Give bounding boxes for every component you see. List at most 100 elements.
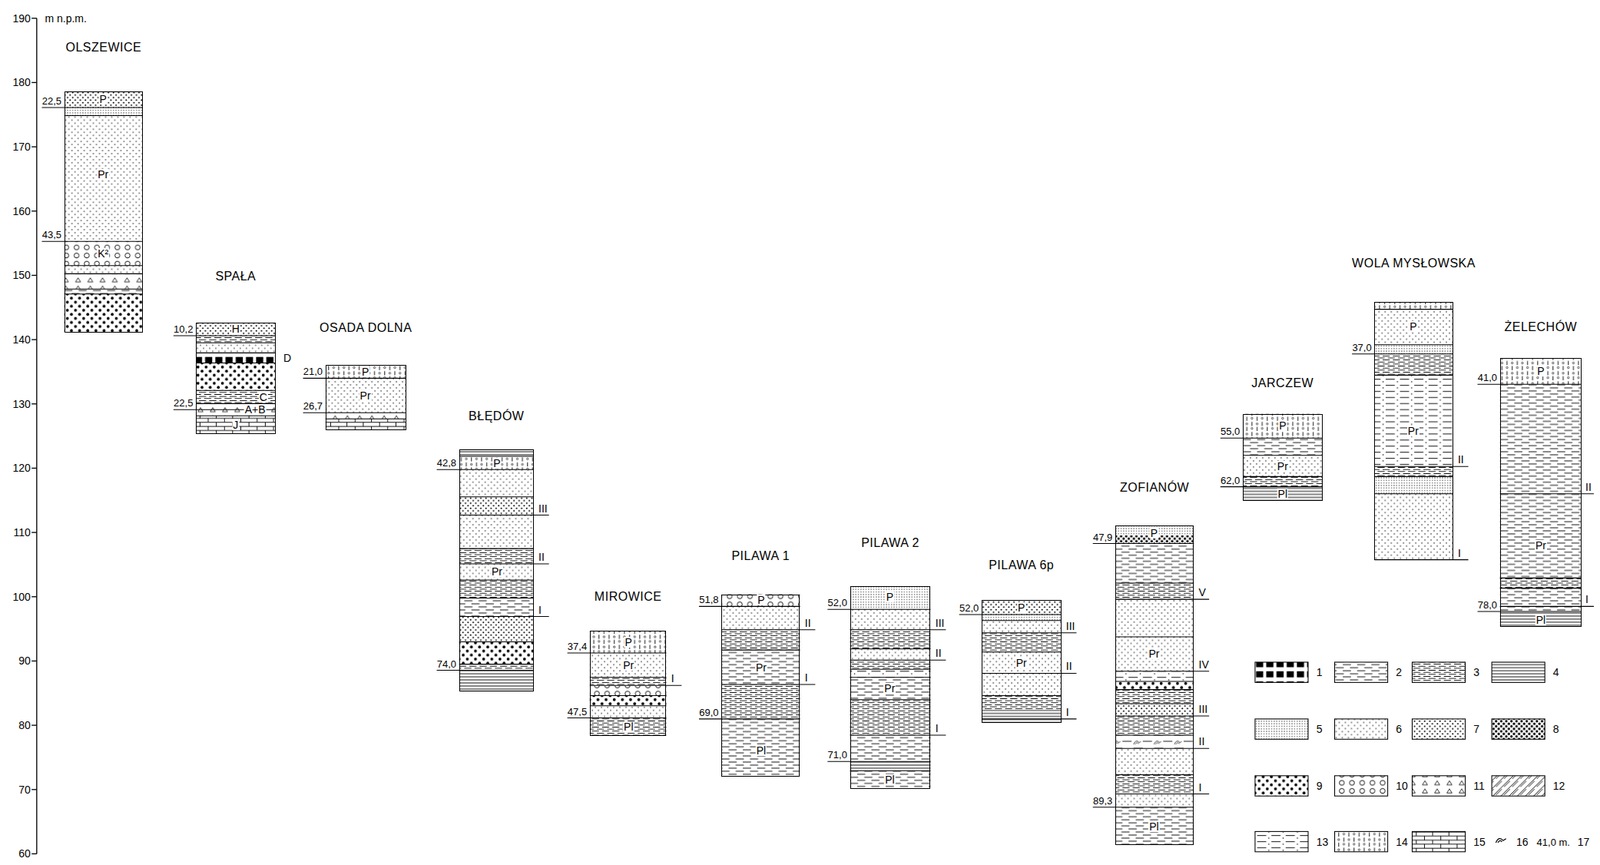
stratigraphic-symbol: Pl: [1535, 614, 1547, 626]
cycle-number: I: [537, 604, 543, 616]
column-title: PILAWA 2: [861, 536, 920, 550]
lithology-layer: [981, 695, 1062, 710]
cycle-number: II: [1584, 481, 1593, 493]
boundary-line: [567, 717, 667, 719]
cycle-number: I: [1457, 547, 1462, 559]
boundary-line: [589, 695, 667, 696]
lithology-layer: [1242, 437, 1323, 455]
boundary-line: [459, 663, 534, 665]
lithology-layer: [589, 630, 667, 653]
boundary-line: [959, 613, 1062, 615]
boundary-line: [195, 362, 276, 364]
lithology-layer: [850, 735, 931, 762]
boundary-line: [850, 698, 931, 700]
lithology-layer: [1500, 611, 1582, 627]
boundary-line: [850, 734, 947, 736]
boundary-line: [1242, 454, 1323, 456]
legend-swatch: [1412, 775, 1466, 796]
stratigraphic-symbol: Pr: [490, 566, 504, 577]
boundary-line: [1500, 587, 1582, 589]
legend-swatch: [1412, 662, 1466, 683]
boundary-line: [1115, 582, 1194, 584]
axis-tick: [31, 403, 37, 405]
lithology-layer: [1374, 344, 1453, 355]
lithology-layer: [1115, 671, 1194, 682]
elevation-axis: [36, 18, 37, 855]
depth-value: 47,5: [566, 706, 588, 717]
stratigraphic-symbol: Pr: [1147, 648, 1160, 660]
column-title: ZOFIANÓW: [1119, 481, 1190, 494]
axis-value: 180: [12, 76, 30, 88]
legend-swatch: [1334, 775, 1388, 796]
stratigraphic-symbol: Pr: [883, 682, 896, 694]
legend-number: 13: [1316, 836, 1329, 848]
lithology-layer: [325, 418, 407, 431]
axis-tick: [31, 274, 37, 276]
stratigraphic-symbol: A+B: [244, 404, 267, 415]
column-title: PILAWA 1: [731, 549, 790, 563]
lithology-layer: [981, 709, 1062, 723]
lithology-layer: [721, 684, 800, 719]
lithology-layer: [850, 609, 931, 630]
lithology-layer: [850, 649, 931, 661]
axis-tick: [31, 17, 37, 19]
lithology-layer: [1500, 577, 1582, 588]
boundary-line: [1500, 493, 1594, 494]
stratigraphic-symbol: Pr: [96, 168, 110, 180]
stratigraphic-symbol: Pl: [1148, 821, 1160, 832]
boundary-line: [981, 632, 1077, 633]
boundary-line: [1115, 670, 1210, 672]
depth-value: 10,2: [172, 324, 194, 335]
boundary-line: [850, 648, 931, 650]
boundary-line: [459, 563, 550, 564]
cycle-number: III: [934, 617, 946, 629]
stratigraphic-symbol: Pl: [1277, 488, 1289, 500]
boundary-line: [1115, 734, 1194, 736]
lithology-layer: [981, 614, 1062, 621]
axis-value: 60: [18, 848, 31, 859]
lithology-layer: [1500, 384, 1582, 578]
depth-value: 55,0: [1219, 426, 1241, 437]
lithology-layer: [1374, 301, 1453, 309]
boundary-line: [1115, 748, 1210, 749]
column-fill: [1220, 414, 1323, 502]
stratigraphic-symbol: P: [885, 591, 895, 603]
lithology-layer: [1374, 354, 1453, 376]
lithology-layer: [850, 699, 931, 736]
lithology-layer: [721, 629, 800, 650]
boundary-line: [1115, 689, 1194, 690]
boundary-line: [195, 342, 276, 344]
stratigraphic-symbol: Pr: [755, 662, 768, 673]
stratigraphic-symbol: Pr: [1534, 539, 1547, 551]
lithology-layer: [1374, 466, 1453, 477]
lithology-layer: [721, 718, 800, 777]
stratigraphic-symbol: Pr: [622, 659, 635, 671]
boundary-line: [1374, 374, 1453, 376]
boundary-line: [1115, 793, 1210, 795]
axis-tick: [31, 210, 37, 212]
legend-swatch: [1491, 718, 1545, 739]
depth-value: 43,5: [41, 229, 63, 240]
depth-value: 21,0: [302, 366, 324, 377]
axis-tick: [31, 82, 37, 83]
boundary-line: [589, 676, 667, 678]
boundary-line: [698, 718, 801, 719]
cycle-number: II: [804, 617, 812, 629]
lithology-layer: [1115, 583, 1194, 600]
lithology-layer: [195, 342, 276, 353]
stratigraphic-symbol: Pr: [359, 390, 372, 401]
stratigraphic-symbol: P: [1016, 602, 1026, 613]
boundary-line: [721, 683, 815, 685]
boundary-line: [981, 619, 1062, 621]
boundary-line: [1477, 384, 1582, 385]
lithology-layer: [459, 598, 534, 617]
depth-value: 89,3: [1092, 795, 1114, 806]
lithology-layer: [850, 669, 931, 678]
lithology-layer: [64, 107, 143, 116]
boundary-line: [459, 597, 534, 599]
column-fill: [959, 599, 1077, 723]
boundary-line: [195, 352, 276, 354]
cycle-number: I: [1065, 706, 1070, 718]
cycle-number: I: [934, 722, 940, 734]
